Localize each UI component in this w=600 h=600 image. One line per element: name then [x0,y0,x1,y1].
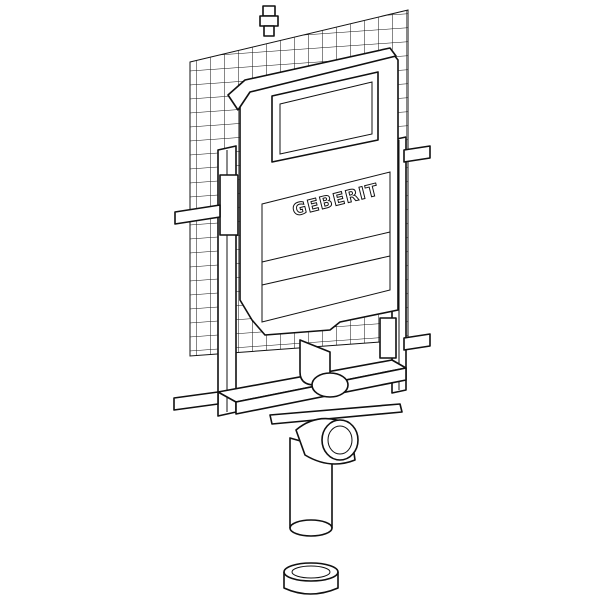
wall-bracket-lower-left [173,391,219,411]
wall-bracket-upper-right [403,145,431,163]
drain-pipe [289,417,359,537]
frame-left-post [217,145,239,417]
flush-pipe [269,339,403,425]
wall-bracket-upper-left [174,204,221,225]
cistern-body: GEBERIT [227,47,399,336]
wall-bracket-lower-right [403,333,431,351]
pipe-connector-sleeve [283,562,339,595]
angle-valve [259,5,279,37]
flush-plate-opening [271,71,379,163]
